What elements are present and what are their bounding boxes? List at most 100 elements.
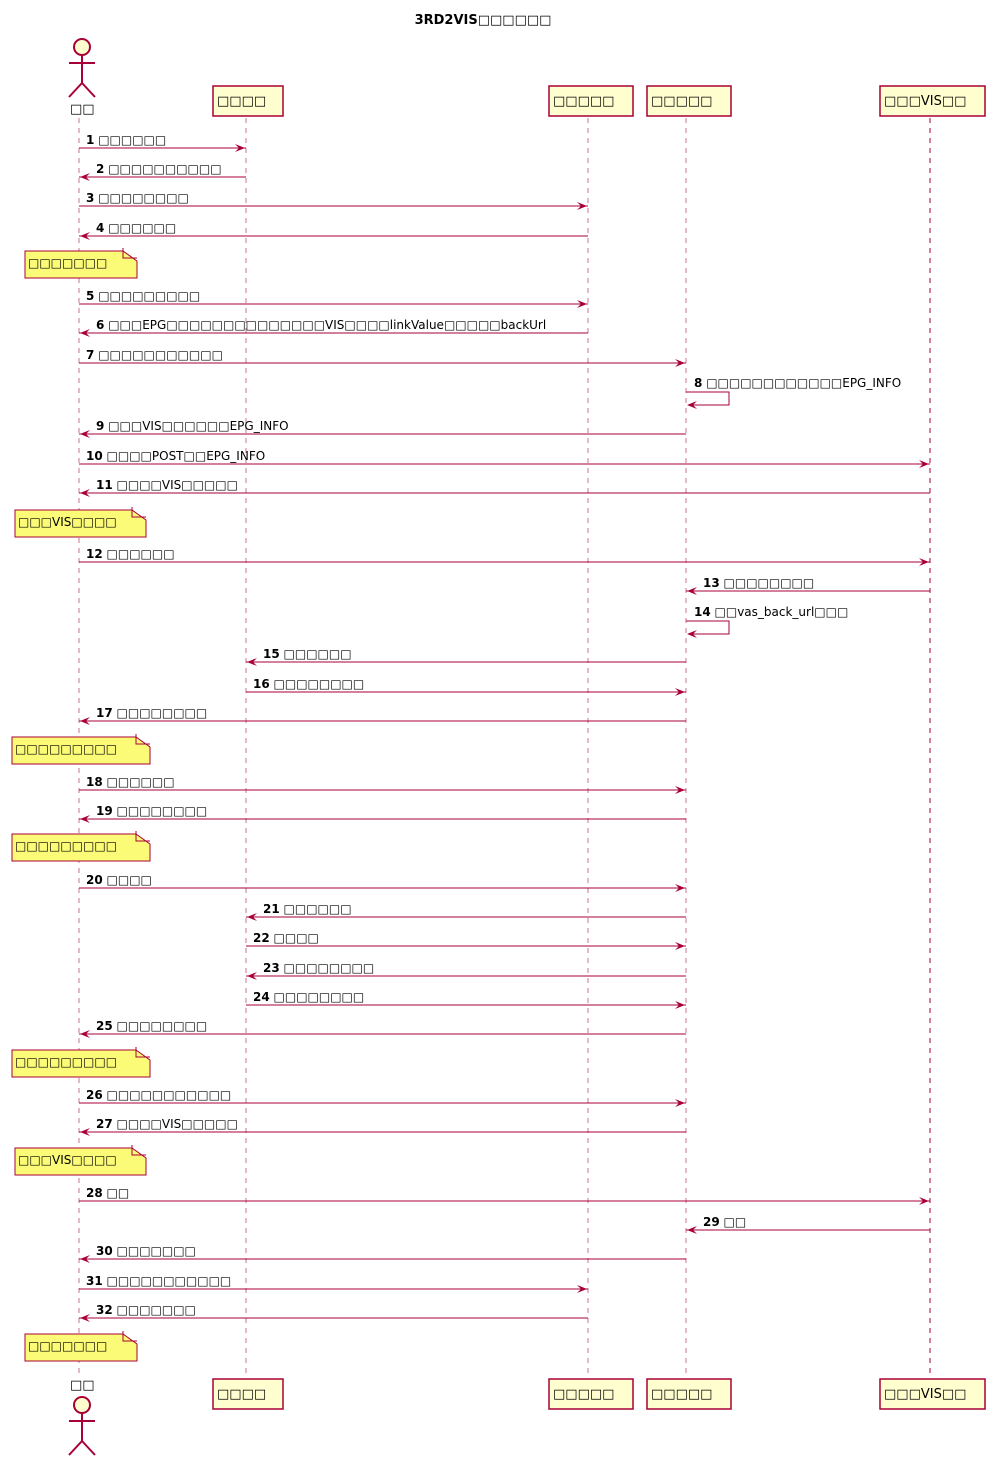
message-6[interactable]: 6 □□□EPG□□□□□□□□□□□□□□VIS□□□□linkValue□□…: [79, 318, 588, 337]
participant-label: □□□□: [217, 1387, 266, 1402]
message-text: □□□□□□□□□□□: [107, 1274, 232, 1288]
message-text: □□□□□□□□: [274, 990, 365, 1004]
note: □□□□□□□□□: [11, 831, 151, 862]
arrowhead-icon: [80, 717, 90, 725]
message-29[interactable]: 29 □□: [686, 1215, 930, 1234]
message-30[interactable]: 30 □□□□□□□: [79, 1244, 686, 1263]
arrowhead-icon: [80, 1128, 90, 1136]
arrowhead-icon: [675, 359, 685, 367]
message-label: 25 □□□□□□□□: [96, 1019, 207, 1033]
message-number: 13: [703, 576, 720, 590]
note: □□□□□□□□□: [11, 734, 151, 765]
message-label: 28 □□: [86, 1186, 129, 1200]
message-11[interactable]: 11 □□□□VIS□□□□□: [79, 478, 930, 497]
message-number: 27: [96, 1117, 113, 1131]
participant-box[interactable]: □□□□: [212, 1378, 284, 1410]
participant-actor[interactable]: □□: [68, 1378, 96, 1456]
participant-box[interactable]: □□□□□: [548, 1378, 634, 1410]
message-text: □□□□□□: [98, 133, 166, 147]
message-label: 7 □□□□□□□□□□□: [86, 348, 223, 362]
message-32[interactable]: 32 □□□□□□□: [79, 1303, 588, 1322]
message-number: 2: [96, 162, 104, 176]
arrowhead-icon: [577, 1285, 587, 1293]
message-7[interactable]: 7 □□□□□□□□□□□: [79, 348, 686, 367]
message-24[interactable]: 24 □□□□□□□□: [246, 990, 686, 1009]
message-19[interactable]: 19 □□□□□□□□: [79, 804, 686, 823]
message-31[interactable]: 31 □□□□□□□□□□□: [79, 1274, 588, 1293]
message-2[interactable]: 2 □□□□□□□□□□: [79, 162, 246, 181]
message-9[interactable]: 9 □□□VIS□□□□□□EPG_INFO: [79, 419, 686, 438]
message-number: 25: [96, 1019, 113, 1033]
message-12[interactable]: 12 □□□□□□: [79, 547, 930, 566]
participant-label: □□□□□: [553, 1387, 614, 1402]
message-text: □□□□□□: [107, 775, 175, 789]
message-label: 3 □□□□□□□□: [86, 191, 189, 205]
message-23[interactable]: 23 □□□□□□□□: [246, 961, 686, 980]
message-28[interactable]: 28 □□: [79, 1186, 930, 1205]
message-26[interactable]: 26 □□□□□□□□□□□: [79, 1088, 686, 1107]
participant-actor[interactable]: □□: [68, 38, 96, 117]
participant-box: [212, 85, 284, 117]
arrowhead-icon: [247, 658, 257, 666]
message-13[interactable]: 13 □□□□□□□□: [686, 576, 930, 595]
note: □□□□□□□: [24, 248, 138, 279]
message-number: 19: [96, 804, 113, 818]
message-17[interactable]: 17 □□□□□□□□: [79, 706, 686, 725]
message-number: 5: [86, 289, 94, 303]
message-27[interactable]: 27 □□□□VIS□□□□□: [79, 1117, 686, 1136]
arrowhead-icon: [675, 786, 685, 794]
message-21[interactable]: 21 □□□□□□: [246, 902, 686, 921]
note-fold-icon: [131, 507, 146, 518]
participant-box[interactable]: □□□□□: [646, 1378, 732, 1410]
participant-box[interactable]: □□□□□: [548, 85, 634, 117]
message-number: 31: [86, 1274, 103, 1288]
self-message-arrow: [686, 391, 730, 406]
message-14[interactable]: 14 □□vas_back_url□□□: [686, 605, 848, 638]
message-25[interactable]: 25 □□□□□□□□: [79, 1019, 686, 1038]
message-number: 22: [253, 931, 270, 945]
message-22[interactable]: 22 □□□□: [246, 931, 686, 950]
participant-label: □□□VIS□□: [884, 1387, 966, 1402]
message-label: 23 □□□□□□□□: [263, 961, 374, 975]
message-1[interactable]: 1 □□□□□□: [79, 133, 246, 152]
message-text: □□□□□□□□□□□: [98, 348, 223, 362]
note-text: □□□VIS□□□□: [18, 515, 117, 529]
arrowhead-icon: [80, 329, 90, 337]
arrowhead-icon: [687, 1226, 697, 1234]
message-number: 17: [96, 706, 113, 720]
message-10[interactable]: 10 □□□□POST□□EPG_INFO: [79, 449, 930, 468]
message-text: □□□□□□□□: [724, 576, 815, 590]
participant-box[interactable]: □□□VIS□□: [879, 1378, 986, 1410]
diagram-title: 3RD2VIS□□□□□□: [415, 13, 552, 28]
message-18[interactable]: 18 □□□□□□: [79, 775, 686, 794]
message-3[interactable]: 3 □□□□□□□□: [79, 191, 588, 210]
note-fold-icon: [131, 1145, 146, 1156]
message-20[interactable]: 20 □□□□: [79, 873, 686, 892]
message-4[interactable]: 4 □□□□□□: [79, 221, 588, 240]
participant-box[interactable]: □□□□: [212, 85, 284, 117]
message-label: 26 □□□□□□□□□□□: [86, 1088, 231, 1102]
arrowhead-icon: [247, 972, 257, 980]
message-5[interactable]: 5 □□□□□□□□□: [79, 289, 588, 308]
message-text: □□□□□□□□□□□□EPG_INFO: [706, 376, 901, 390]
message-number: 21: [263, 902, 280, 916]
message-number: 24: [253, 990, 270, 1004]
message-number: 20: [86, 873, 103, 887]
message-text: □□□□□□□□: [117, 706, 208, 720]
message-15[interactable]: 15 □□□□□□: [246, 647, 686, 666]
arrowhead-icon: [80, 489, 90, 497]
message-text: □□□□: [274, 931, 319, 945]
arrowhead-icon: [675, 688, 685, 696]
message-label: 1 □□□□□□: [86, 133, 166, 147]
participant-label: □□□□□: [651, 1387, 712, 1402]
participant-box[interactable]: □□□□□: [646, 85, 732, 117]
participant-box[interactable]: □□□VIS□□: [879, 85, 986, 117]
message-8[interactable]: 8 □□□□□□□□□□□□EPG_INFO: [686, 376, 901, 409]
message-text: □□□□□□□□□□□: [107, 1088, 232, 1102]
message-text: □□□EPG□□□□□□□□□□□□□□VIS□□□□linkValue□□□□…: [108, 318, 546, 332]
note-text: □□□□□□□□□: [15, 1055, 117, 1069]
message-text: □□□□VIS□□□□□: [117, 478, 238, 492]
message-16[interactable]: 16 □□□□□□□□: [246, 677, 686, 696]
message-label: 5 □□□□□□□□□: [86, 289, 200, 303]
